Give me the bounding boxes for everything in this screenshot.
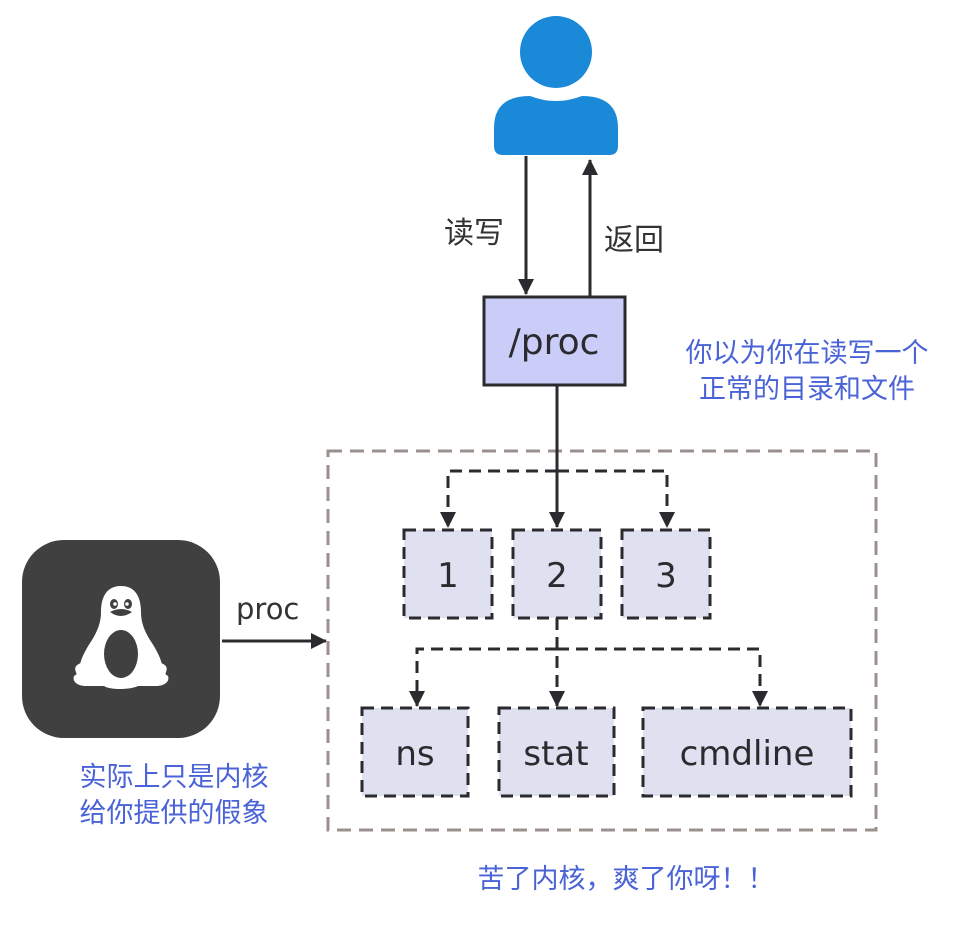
file-node-ns-label: ns <box>395 734 434 774</box>
footer-note: 苦了内核，爽了你呀！！ <box>477 864 775 895</box>
pid2-to-cmdline-arrow <box>557 647 768 707</box>
proc-group-container <box>326 449 878 832</box>
proc-edge-label: proc <box>236 592 300 626</box>
pid-node-3-label: 3 <box>655 556 677 596</box>
pid-node-2-label: 2 <box>546 556 568 596</box>
proc-node-label: /proc <box>509 322 600 363</box>
pid-node-1[interactable] <box>402 528 494 620</box>
file-node-stat-label: stat <box>523 734 588 774</box>
return-label: 返回 <box>604 223 664 258</box>
file-node-ns[interactable] <box>360 706 470 798</box>
read-write-label: 读写 <box>444 216 504 251</box>
file-node-cmdline[interactable] <box>641 706 853 798</box>
kernel-note: 实际上只是内核 给你提供的假象 <box>56 760 292 832</box>
proc-node[interactable] <box>482 295 627 387</box>
file-node-stat[interactable] <box>497 706 616 798</box>
kernel-note-line2: 给你提供的假象 <box>79 798 269 829</box>
linux-tux-icon <box>73 586 169 689</box>
proc-to-pid1-arrow <box>440 469 557 528</box>
illusion-note-line1: 你以为你在读写一个 <box>685 338 929 369</box>
proc-to-pid3-arrow <box>557 469 675 528</box>
file-node-cmdline-label: cmdline <box>680 734 815 774</box>
illusion-note: 你以为你在读写一个 正常的目录和文件 <box>660 336 954 408</box>
pid-node-3[interactable] <box>620 528 712 620</box>
user-icon <box>494 16 618 155</box>
kernel-note-line1: 实际上只是内核 <box>79 762 269 793</box>
pid-node-1-label: 1 <box>437 556 459 596</box>
illusion-note-line2: 正常的目录和文件 <box>699 374 915 405</box>
pid2-to-ns-arrow <box>409 647 557 707</box>
